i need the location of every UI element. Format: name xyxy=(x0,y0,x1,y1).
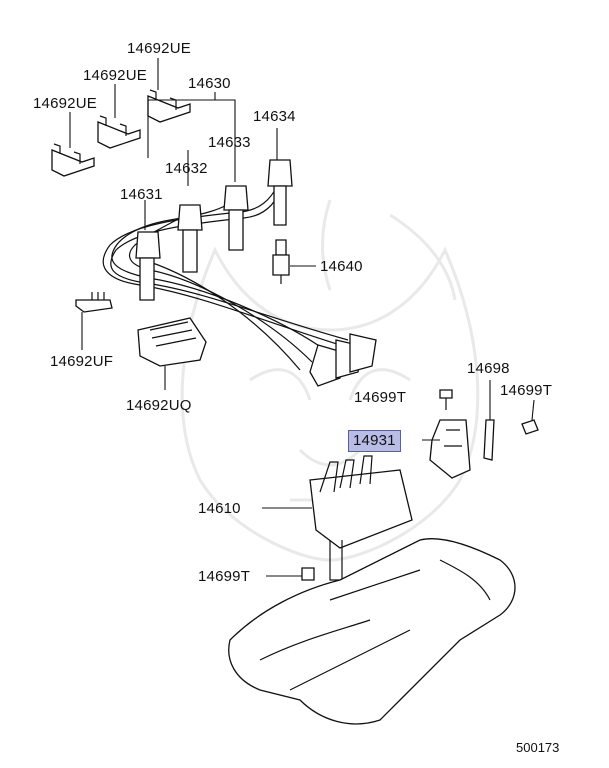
label-14931-highlighted[interactable]: 14931 xyxy=(348,430,401,452)
holder-14692uq-drawing xyxy=(137,317,207,390)
diagram-code: 500173 xyxy=(516,740,560,755)
ignition-cables-drawing xyxy=(102,159,377,387)
intake-manifold-drawing xyxy=(228,538,516,725)
clamp-14692ue-top-drawing xyxy=(147,89,191,123)
label-14692ue-top[interactable]: 14692UE xyxy=(127,40,191,57)
label-14692ue-left[interactable]: 14692UE xyxy=(33,95,97,112)
label-14699t-a[interactable]: 14699T xyxy=(354,389,407,406)
label-14633[interactable]: 14633 xyxy=(208,134,251,151)
ignition-coil-14610-drawing xyxy=(262,455,413,581)
label-14698[interactable]: 14698 xyxy=(467,360,510,377)
bolt-14699t-b-drawing xyxy=(521,399,539,435)
label-14699t-b[interactable]: 14699T xyxy=(500,382,553,399)
label-14631[interactable]: 14631 xyxy=(120,186,163,203)
label-14630[interactable]: 14630 xyxy=(188,75,231,92)
label-14634[interactable]: 14634 xyxy=(253,108,296,125)
label-14692ue-mid[interactable]: 14692UE xyxy=(83,67,147,84)
spark-plug-14640-drawing xyxy=(272,239,316,284)
clip-14692uf-drawing xyxy=(75,292,113,350)
bolt-14699t-c-drawing xyxy=(266,567,315,581)
label-14610[interactable]: 14610 xyxy=(198,500,241,517)
label-14692uq[interactable]: 14692UQ xyxy=(126,397,192,414)
clamp-14692ue-left-drawing xyxy=(51,143,95,177)
clamp-14692ue-mid-drawing xyxy=(97,115,141,149)
label-14632[interactable]: 14632 xyxy=(165,160,208,177)
label-14699t-c[interactable]: 14699T xyxy=(198,568,251,585)
label-14640[interactable]: 14640 xyxy=(320,258,363,275)
bracket-14698-drawing xyxy=(483,380,495,461)
bracket-14931-drawing xyxy=(422,419,471,479)
bolt-14699t-a-drawing xyxy=(439,389,453,410)
label-14692uf[interactable]: 14692UF xyxy=(50,353,114,370)
